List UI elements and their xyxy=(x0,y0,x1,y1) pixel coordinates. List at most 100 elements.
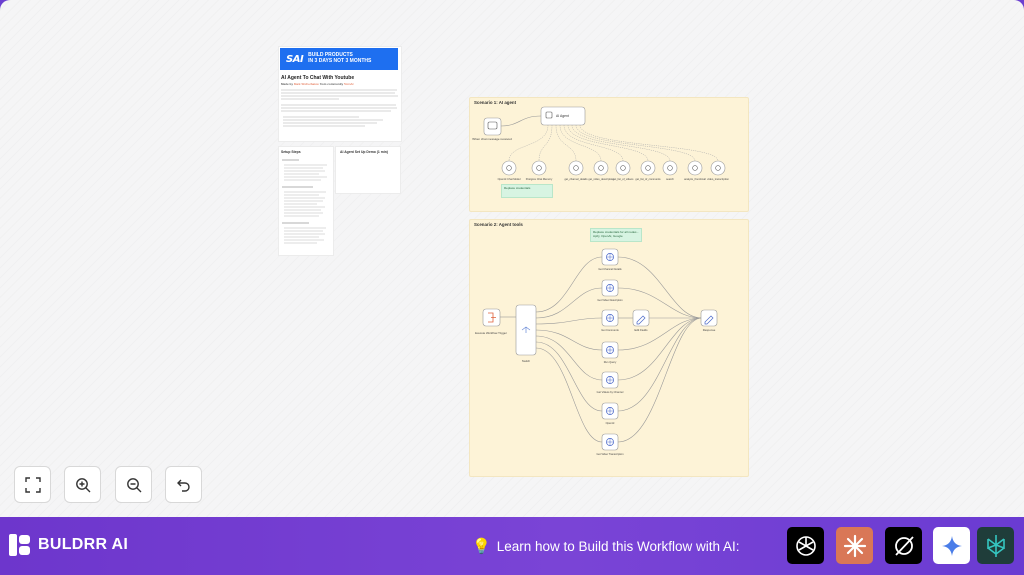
edit-fields-label: Edit Fields xyxy=(634,328,648,332)
chatgpt-icon xyxy=(795,535,816,556)
tool-edge xyxy=(508,124,549,162)
chat-trigger-label: When chat message received xyxy=(472,137,512,141)
to-response-edge xyxy=(617,317,703,443)
tool-node-video-transcription[interactable] xyxy=(710,160,726,176)
author-link[interactable]: Mark Shcherbakov xyxy=(293,82,319,86)
perplexity-icon xyxy=(986,534,1005,557)
gemini-icon xyxy=(941,535,962,556)
http-label-get-channel-details: Get Channel Details xyxy=(598,267,622,271)
doc-title: AI Agent To Chat With Youtube xyxy=(281,75,355,81)
sign-in-icon xyxy=(488,312,496,323)
perplexity-button[interactable] xyxy=(977,527,1014,564)
tool-edge xyxy=(538,124,553,162)
scenario-2-credentials-note[interactable]: Replace credentials for all nodes - Apif… xyxy=(590,228,642,242)
scenario-1-frame[interactable]: Scenario 1: AI agent Replace credentials… xyxy=(469,97,749,212)
tool-icon xyxy=(620,165,626,171)
ai-agent-label: AI Agent xyxy=(556,114,569,118)
globe-icon-lines xyxy=(606,438,614,446)
switch-branch-edge xyxy=(535,256,603,313)
tool-icon xyxy=(573,165,579,171)
doc-subtitle: Made by Mark Shcherbakov from community … xyxy=(281,82,354,86)
footer-bar: BULDRR AI 💡 Learn how to Build this Work… xyxy=(0,517,1024,575)
switch-branch-edge xyxy=(535,329,603,351)
scenario-2-title: Scenario 2: Agent tools xyxy=(474,222,523,227)
tool-label-get-channel-details: get_channel_details xyxy=(564,177,588,181)
to-response-edge xyxy=(617,317,703,412)
community-link[interactable]: 5minAI xyxy=(344,82,354,86)
zoom-in-button[interactable] xyxy=(64,466,101,503)
switch-branch-edge xyxy=(535,287,603,319)
lightbulb-icon: 💡 xyxy=(472,538,491,555)
scenario-1-credentials-note[interactable]: Replace credentials xyxy=(501,184,553,198)
setup-steps-lines xyxy=(282,159,327,244)
http-label-run-query: Run Query xyxy=(604,360,617,364)
tool-icon xyxy=(715,165,721,171)
globe-icon-lines xyxy=(606,346,614,354)
brand[interactable]: BULDRR AI xyxy=(8,533,128,557)
chatgpt-button[interactable] xyxy=(787,527,824,564)
tool-icon xyxy=(536,165,542,171)
tool-icon xyxy=(692,165,698,171)
chat-trigger-node[interactable] xyxy=(483,117,502,136)
fit-view-button[interactable] xyxy=(14,466,51,503)
to-response-edge xyxy=(617,256,703,319)
tool-icon xyxy=(506,165,512,171)
cta-label: Learn how to Build this Workflow with AI… xyxy=(496,538,740,554)
tool-label-postgres-chat-memory: Postgres Chat Memory xyxy=(526,177,553,181)
tool-node-get-channel-details[interactable] xyxy=(568,160,584,176)
workflow-demo-sticky-note[interactable]: AI Agent Set Up Demo (1 min) xyxy=(335,146,401,194)
http-label-get-videos-by-channel: Get Videos by Channel xyxy=(597,390,624,394)
globe-icon-lines xyxy=(606,407,614,415)
claude-icon xyxy=(843,534,866,557)
switch-label: Switch xyxy=(522,359,531,363)
tool-node-get-list-of-comments[interactable] xyxy=(640,160,656,176)
zoom-out-button[interactable] xyxy=(115,466,152,503)
tool-node-postgres-chat-memory[interactable] xyxy=(531,160,547,176)
gemini-button[interactable] xyxy=(933,527,970,564)
workflow-canvas[interactable]: SAI BUILD PRODUCTS IN 3 DAYS NOT 3 MONTH… xyxy=(0,0,1024,517)
tool-node-openai-chat-model[interactable] xyxy=(501,160,517,176)
demo-heading: AI Agent Set Up Demo (1 min) xyxy=(340,150,388,154)
tool-label-get-list-of-comments: get_list_of_comments xyxy=(635,177,661,181)
switch-icon xyxy=(521,326,531,333)
robot-icon xyxy=(545,111,553,119)
http-label-get-video-description: Get Video Description xyxy=(597,298,623,302)
tool-label-analyze-thumbnail: analyze_thumbnail xyxy=(684,177,706,181)
tool-node-analyze-thumbnail[interactable] xyxy=(687,160,703,176)
tool-edge xyxy=(563,124,624,162)
ai-agent-node[interactable] xyxy=(540,106,586,126)
tool-label-get-list-of-videos: get_list_of_videos xyxy=(613,177,634,181)
zoom-in-icon xyxy=(75,477,90,492)
zoom-out-icon xyxy=(126,477,141,492)
switch-branch-edge xyxy=(535,317,603,325)
scenario-2-frame[interactable]: Scenario 2: Agent tools Replace credenti… xyxy=(469,219,749,477)
setup-steps-sticky-note[interactable]: Setup Steps xyxy=(278,146,334,256)
tool-edge xyxy=(575,124,696,162)
tool-edge xyxy=(567,124,649,162)
globe-icon-lines xyxy=(606,314,614,322)
description-sticky-note[interactable]: SAI BUILD PRODUCTS IN 3 DAYS NOT 3 MONTH… xyxy=(278,46,402,142)
claude-button[interactable] xyxy=(836,527,873,564)
tool-node-get-list-of-videos[interactable] xyxy=(615,160,631,176)
doc-body-lines xyxy=(281,89,398,127)
cta-text: 💡 Learn how to Build this Workflow with … xyxy=(472,537,740,555)
tool-icon xyxy=(667,165,673,171)
execute-trigger-label: Execute Workflow Trigger xyxy=(475,331,507,335)
globe-icon-lines xyxy=(606,253,614,261)
undo-button[interactable] xyxy=(165,466,202,503)
tool-icon xyxy=(645,165,651,171)
tool-icon xyxy=(598,165,604,171)
tool-node-search[interactable] xyxy=(662,160,678,176)
undo-icon xyxy=(176,479,190,492)
http-label-openai: OpenAI xyxy=(606,421,615,425)
http-label-get-comments: Get Comments xyxy=(601,328,619,332)
grok-button[interactable] xyxy=(885,527,922,564)
to-response-edge xyxy=(617,317,703,351)
setup-steps-heading: Setup Steps xyxy=(281,150,301,154)
tool-label-openai-chat-model: OpenAI Chat Model xyxy=(498,177,521,181)
globe-icon-lines xyxy=(606,376,614,384)
to-response-edge xyxy=(617,317,703,381)
tool-node-get-video-description[interactable] xyxy=(593,160,609,176)
scenario-1-graph[interactable]: When chat message received AI AgentOpenAI… xyxy=(470,98,748,211)
